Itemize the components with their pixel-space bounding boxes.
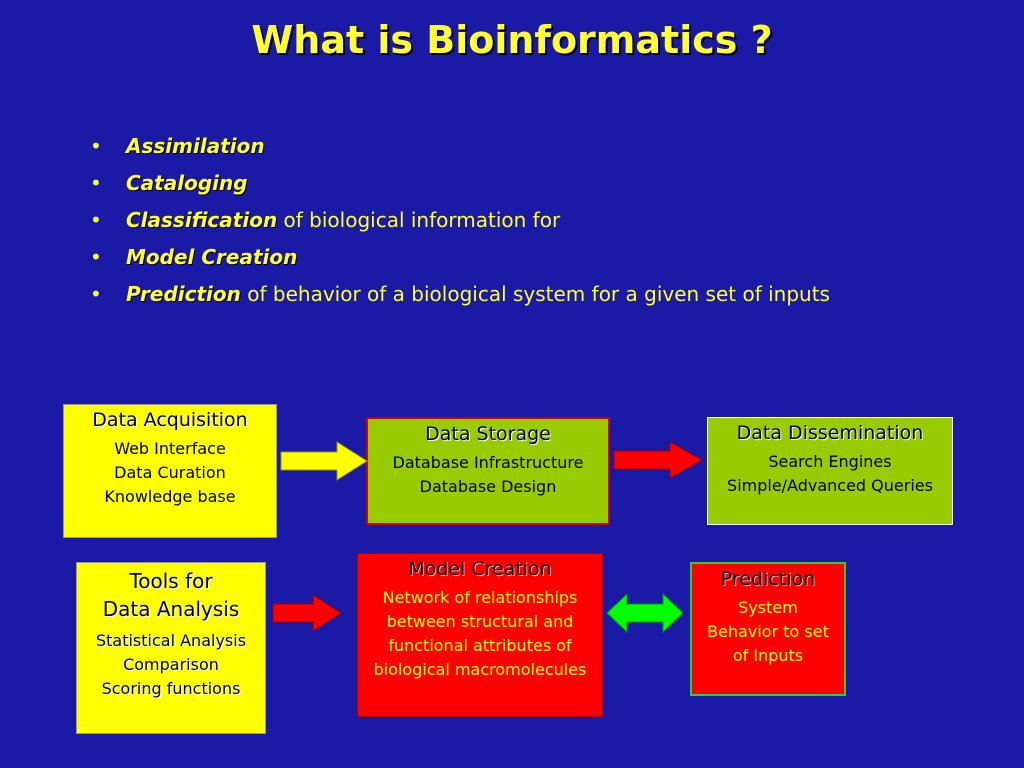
bullet-dot: • <box>90 245 102 269</box>
arrow-storage-to-dissemination <box>613 441 704 479</box>
box-heading: Data Storage <box>425 423 551 445</box>
data-dissemination-box: Data Dissemination Search Engines Simple… <box>707 417 953 525</box>
arrow-acquisition-to-storage <box>280 441 368 481</box>
box-heading: Data Dissemination <box>736 422 924 444</box>
box-line: System <box>738 598 798 617</box>
bullet-item: • Cataloging <box>90 165 830 202</box>
box-heading-line: Data Analysis <box>102 597 240 621</box>
box-heading: Data Acquisition <box>92 409 248 431</box>
bullet-item: • Model Creation <box>90 239 830 276</box>
tools-data-analysis-box: Tools for Data Analysis Statistical Anal… <box>76 562 266 734</box>
bullet-dot: • <box>90 134 102 158</box>
box-line: Knowledge base <box>104 487 236 506</box>
box-heading: Tools for Data Analysis <box>77 567 265 623</box>
box-line: Statistical Analysis <box>95 631 247 650</box>
box-body: Web Interface Data Curation Knowledge ba… <box>64 437 276 509</box>
data-acquisition-box: Data Acquisition Web Interface Data Cura… <box>63 404 277 538</box>
bullet-dot: • <box>90 171 102 195</box>
box-line: Data Curation <box>114 463 226 482</box>
box-body: System Behavior to set of Inputs <box>692 596 844 668</box>
model-creation-box: Model Creation Network of relationships … <box>357 553 603 717</box>
box-body: Search Engines Simple/Advanced Queries <box>708 450 952 498</box>
bullet-term: Assimilation <box>126 134 265 158</box>
box-heading: Prediction <box>720 568 816 590</box>
box-line: Comparison <box>123 655 219 674</box>
bullet-item: • Classification of biological informatio… <box>90 202 830 239</box>
slide-title: What is Bioinformatics ? <box>251 18 773 62</box>
bullet-dot: • <box>90 208 102 232</box>
bullet-term: Classification <box>126 208 278 232</box>
box-line: Network of relationships <box>382 588 578 607</box>
arrow-right-icon <box>613 441 704 479</box>
bullet-rest: of biological information for <box>277 208 561 232</box>
arrow-right-icon <box>272 594 342 632</box>
box-body: Statistical Analysis Comparison Scoring … <box>77 629 265 701</box>
bullet-term: Model Creation <box>126 245 298 269</box>
data-storage-box: Data Storage Database Infrastructure Dat… <box>366 417 610 525</box>
box-heading-line: Tools for <box>129 569 213 593</box>
box-body: Database Infrastructure Database Design <box>368 451 608 499</box>
box-line: Search Engines <box>768 452 892 471</box>
box-line: functional attributes of <box>388 636 572 655</box>
box-line: Behavior to set <box>707 622 829 641</box>
box-line: Web Interface <box>114 439 226 458</box>
arrow-right-icon <box>280 441 368 481</box>
box-heading: Model Creation <box>408 558 552 580</box>
double-arrow-icon <box>606 592 684 634</box>
box-line: biological macromolecules <box>373 660 587 679</box>
box-line: Database Infrastructure <box>392 453 584 472</box>
bullet-rest: of behavior of a biological system for a… <box>240 282 830 306</box>
box-line: of Inputs <box>732 646 804 665</box>
bullet-item: • Prediction of behavior of a biological … <box>90 276 830 313</box>
box-line: Simple/Advanced Queries <box>727 476 933 495</box>
bullet-list: • Assimilation • Cataloging • Classificatio… <box>90 128 830 313</box>
bullet-term: Cataloging <box>126 171 248 195</box>
box-body: Network of relationships between structu… <box>358 586 602 682</box>
box-line: Scoring functions <box>101 679 241 698</box>
bullet-dot: • <box>90 282 102 306</box>
box-line: between structural and <box>386 612 574 631</box>
arrow-model-prediction-bidirectional <box>606 592 684 634</box>
arrow-tools-to-model <box>272 594 342 632</box>
box-line: Database Design <box>419 477 557 496</box>
bullet-term: Prediction <box>126 282 241 306</box>
bullet-item: • Assimilation <box>90 128 830 165</box>
prediction-box: Prediction System Behavior to set of Inp… <box>690 562 846 696</box>
